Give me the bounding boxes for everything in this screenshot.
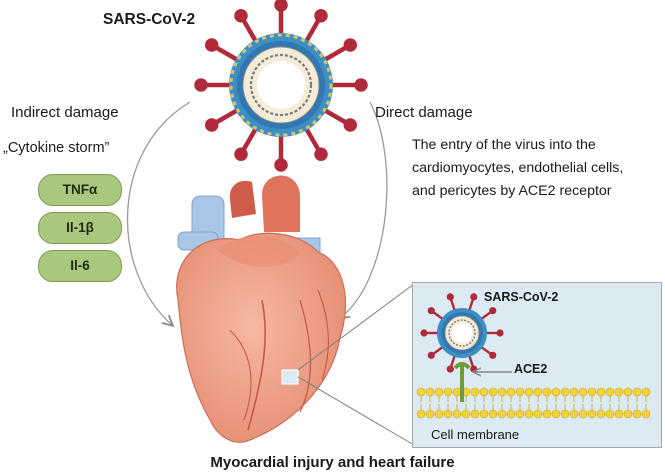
direct-damage-label: Direct damage <box>375 104 473 121</box>
spike-head <box>274 158 288 172</box>
direct-damage-description: The entry of the virus into the cardiomy… <box>412 134 662 203</box>
spike-head <box>314 147 328 162</box>
indirect-damage-label: Indirect damage <box>11 104 119 121</box>
cell-membrane-label: Cell membrane <box>431 427 520 442</box>
heart-illustration <box>176 175 415 446</box>
virus-title: SARS-CoV-2 <box>103 11 196 28</box>
spike-head <box>234 8 248 23</box>
spike-head <box>274 0 288 12</box>
spike-head <box>314 8 328 23</box>
inset-virus-label: SARS-CoV-2 <box>484 290 559 304</box>
spike-head <box>204 118 219 132</box>
direct-desc-line: and pericytes by ACE2 receptor <box>412 183 612 199</box>
spike-head <box>234 147 248 162</box>
cytokine-pill-il6: Il-6 <box>38 250 122 282</box>
direct-arrow <box>340 101 388 318</box>
direct-desc-line: cardiomyocytes, endothelial cells, <box>412 160 624 176</box>
spike-head <box>354 78 368 92</box>
ace2-label: ACE2 <box>514 362 548 376</box>
cytokine-pill-tnf: TNFα <box>38 174 122 206</box>
spike-head <box>194 78 208 92</box>
cytokine-pill-il1b: Il-1β <box>38 212 122 244</box>
cytokine-storm-label: „Cytokine storm” <box>3 140 110 156</box>
spike-head <box>343 118 358 132</box>
tissue-highlight <box>281 369 299 385</box>
virus-large <box>194 0 368 172</box>
indirect-arrow <box>127 101 191 325</box>
direct-desc-line: The entry of the virus into the <box>412 137 596 153</box>
spike-head <box>343 38 358 52</box>
outcome-title: Myocardial injury and heart failure <box>210 454 455 471</box>
spike-head <box>204 38 219 52</box>
